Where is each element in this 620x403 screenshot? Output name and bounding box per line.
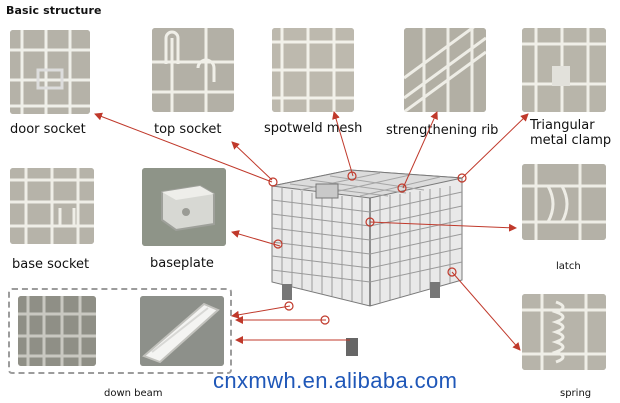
label-strengthening-rib: strengthening rib [386, 123, 499, 138]
label-base-socket: base socket [12, 257, 90, 272]
latch-photo [522, 164, 606, 240]
door-socket-photo [10, 30, 90, 114]
diagram-title: Basic structure [6, 4, 102, 17]
down-beam-photo-left [18, 296, 96, 366]
label-latch: latch [556, 261, 581, 272]
label-top-socket: top socket [154, 122, 222, 137]
top-socket-photo [152, 28, 234, 112]
label-down-beam: down beam [104, 388, 163, 399]
base-socket-photo [10, 168, 94, 244]
label-door-socket: door socket [10, 122, 86, 137]
label-spotweld-mesh: spotweld mesh [264, 121, 363, 136]
watermark-url: cnxmwh.en.alibaba.com [213, 368, 458, 393]
label-triangular-metal-clamp: Triangular metal clamp [530, 118, 612, 148]
baseplate-photo [142, 168, 226, 246]
strengthening-rib-photo [404, 28, 486, 112]
down-beam-frame [8, 288, 232, 374]
triangular-metal-clamp-photo [522, 28, 606, 112]
spotweld-mesh-photo [272, 28, 354, 112]
down-beam-photo-right [140, 296, 224, 366]
label-spring: spring [560, 388, 592, 399]
wire-cage [271, 169, 463, 356]
spring-photo [522, 294, 606, 370]
callout-circles [268, 171, 467, 325]
label-baseplate: baseplate [150, 256, 214, 271]
